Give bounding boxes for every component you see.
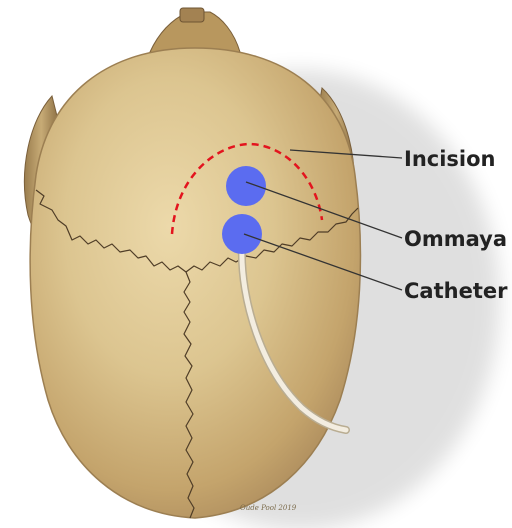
catheter-reservoir — [222, 214, 262, 254]
ommaya-reservoir — [226, 166, 266, 206]
nasal-bones — [180, 8, 204, 22]
ommaya-label: Ommaya — [404, 227, 507, 251]
skull-cap — [30, 48, 360, 518]
artist-signature: Oude Pool 2019 — [240, 504, 297, 512]
catheter-label: Catheter — [404, 279, 508, 303]
incision-label: Incision — [404, 147, 496, 171]
